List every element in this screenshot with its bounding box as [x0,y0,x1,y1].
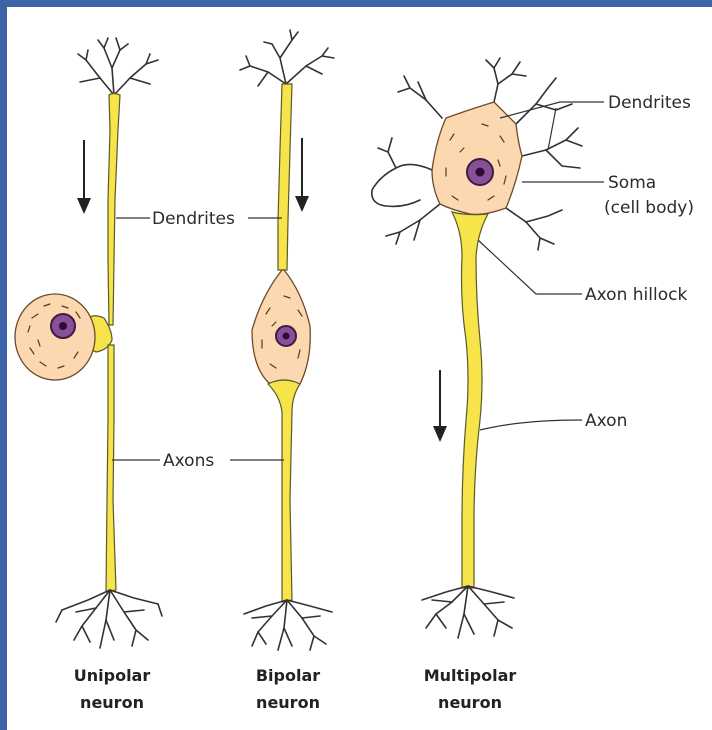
bipolar-axon-terminals [244,600,332,650]
label-cell-body: (cell body) [604,198,694,218]
bipolar-top-dendrite-branches [240,30,334,86]
multipolar-axon [452,212,488,588]
bipolar-axon [268,380,300,602]
caption-bipolar-line1: Bipolar [256,666,320,685]
multipolar-neuron [372,58,582,638]
signal-direction-arrows [77,138,447,442]
caption-multipolar-line2: neuron [438,693,502,712]
caption-unipolar-line2: neuron [80,693,144,712]
unipolar-axon [106,345,116,592]
bipolar-neuron [240,30,334,650]
label-axon-hillock: Axon hillock [585,285,687,305]
caption-bipolar-line2: neuron [256,693,320,712]
caption-multipolar-line1: Multipolar [424,666,517,685]
leader-lines [112,102,604,460]
multipolar-axon-terminals [422,586,514,638]
caption-unipolar-line1: Unipolar [74,666,151,685]
label-dendrites-unipolar: Dendrites [152,209,235,229]
unipolar-neuron [15,38,162,648]
unipolar-nucleolus [59,322,67,330]
label-axons: Axons [163,451,214,471]
unipolar-axon-terminals [56,590,162,648]
bipolar-arrow [295,138,309,212]
bipolar-dendrite-process [278,84,292,270]
multipolar-arrow [433,370,447,442]
bipolar-nucleolus [283,333,290,340]
multipolar-nucleolus [476,168,485,177]
unipolar-top-dendrite-branches [78,38,158,95]
multipolar-soma [432,102,522,214]
label-axon: Axon [585,411,627,431]
unipolar-arrow [77,140,91,214]
unipolar-soma [15,294,95,380]
label-dendrites-multipolar: Dendrites [608,93,691,113]
label-soma: Soma [608,173,656,193]
unipolar-dendrite-process [108,94,120,326]
